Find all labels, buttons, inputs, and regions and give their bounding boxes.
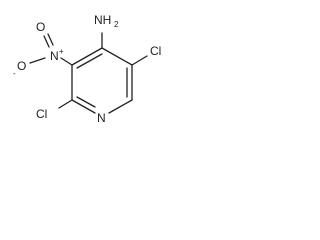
nitro-nitrogen-label: N — [50, 49, 59, 63]
bond-n1-c2-inner — [76, 96, 96, 108]
amine-hydrogen-count: 2 — [114, 20, 119, 29]
nitro-oxygen-top-label: O — [36, 20, 45, 34]
chemical-structure: NH 2 Cl Cl N N + O O - — [13, 13, 161, 125]
bond-nitro-oxygen-top — [43, 35, 50, 48]
bond-c6-n1 — [108, 99, 133, 114]
bond-n1-c2 — [71, 99, 96, 114]
nitro-nitrogen-charge: + — [59, 47, 64, 56]
bond-c3-c4 — [71, 47, 103, 66]
chlorine-left-label: Cl — [36, 107, 47, 121]
ring-nitrogen-label: N — [97, 111, 106, 125]
nitro-oxygen-left-label: O — [17, 59, 26, 73]
amine-label: NH — [94, 13, 111, 27]
bond-c3-c4-inner — [76, 53, 103, 69]
bond-c3-nitro — [60, 57, 73, 66]
bond-c2-chlorine — [58, 99, 73, 109]
bond-c5-chlorine — [131, 55, 148, 66]
nitro-oxygen-charge: - — [13, 69, 16, 78]
bond-nitro-oxygen-top-inner — [47, 33, 54, 46]
bond-c4-c5 — [101, 47, 133, 66]
chlorine-right-label: Cl — [150, 44, 161, 58]
bond-nitro-oxygen-left — [29, 57, 46, 64]
